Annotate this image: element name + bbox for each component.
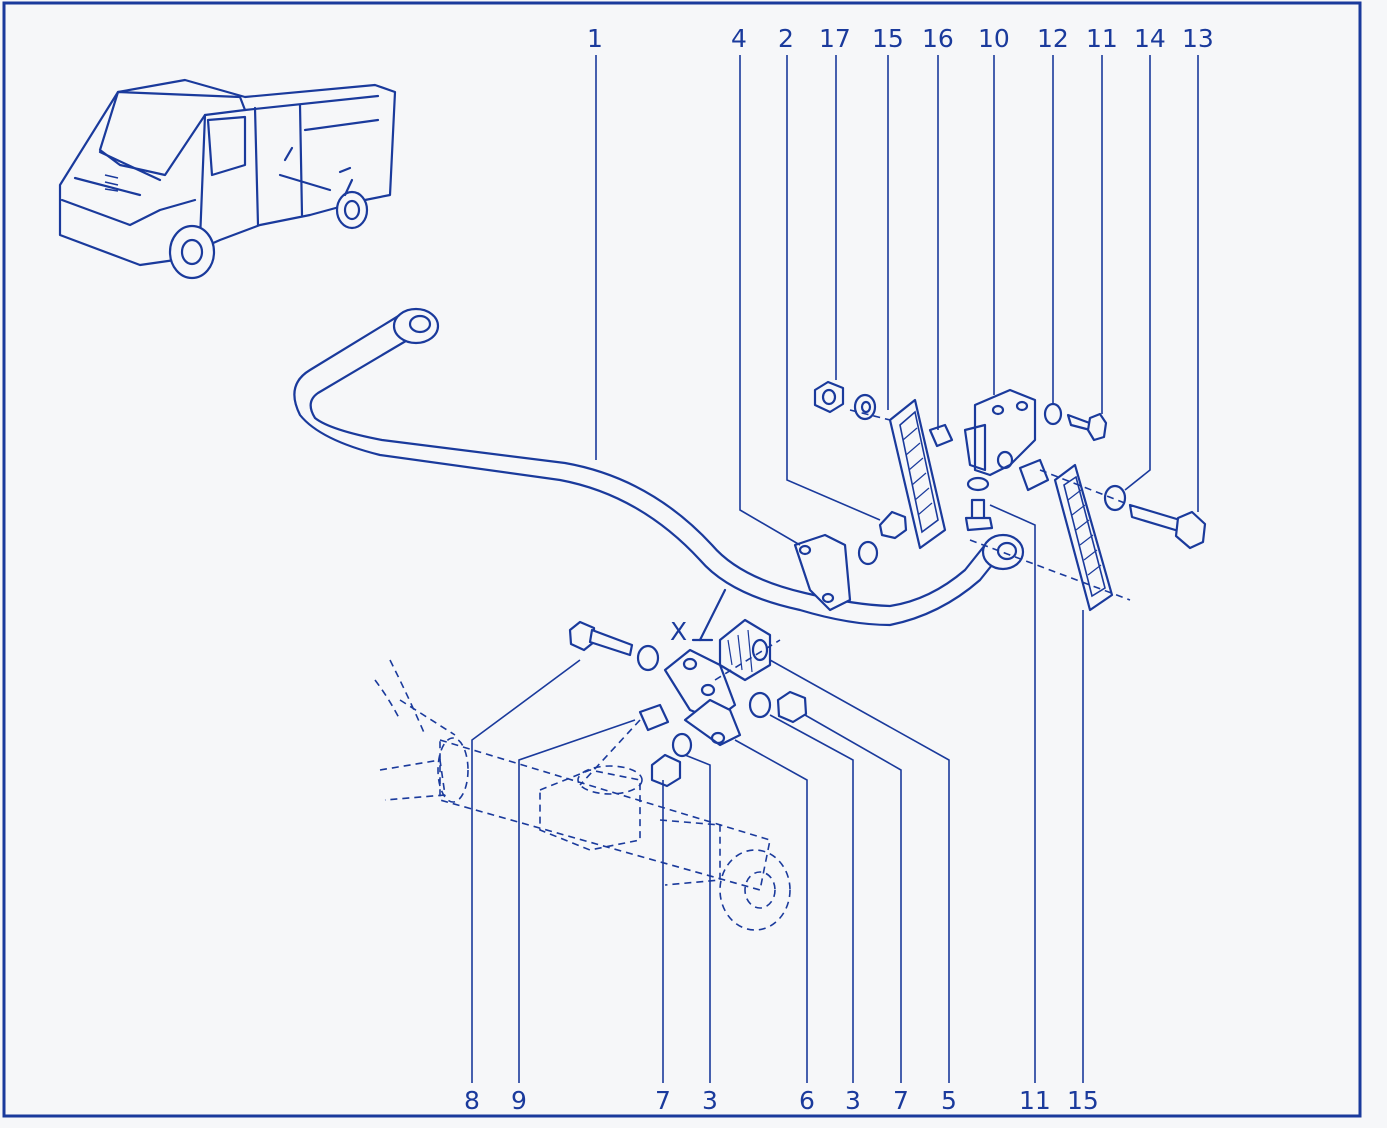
leader-lines	[471, 55, 1199, 1083]
anti-roll-bar	[293, 307, 1025, 627]
diagram-frame	[2, 1, 1362, 1118]
callout-bottom-3b: 3	[845, 1086, 861, 1115]
callout-top-10: 10	[978, 24, 1010, 53]
callout-bottom-5: 5	[941, 1086, 957, 1115]
rear-axle-ghost	[374, 659, 791, 931]
callout-bottom-7b: 7	[893, 1086, 909, 1115]
callout-top-15: 15	[872, 24, 904, 53]
upper-bracket-assembly	[793, 380, 1207, 612]
callout-top-13: 13	[1182, 24, 1214, 53]
marker-x: X	[670, 617, 687, 646]
callout-top-11: 11	[1086, 24, 1118, 53]
callout-bottom-7: 7	[655, 1086, 671, 1115]
lower-bracket-assembly: X	[568, 588, 808, 788]
callout-bottom-8: 8	[464, 1086, 480, 1115]
callout-top-1: 1	[587, 24, 603, 53]
callout-bottom-15: 15	[1067, 1086, 1099, 1115]
van-illustration	[58, 78, 397, 280]
callout-top-2: 2	[778, 24, 794, 53]
callout-top-12: 12	[1037, 24, 1069, 53]
callout-top-17: 17	[819, 24, 851, 53]
callout-bottom-9: 9	[511, 1086, 527, 1115]
callout-bottom-11: 11	[1019, 1086, 1051, 1115]
callout-bottom-3: 3	[702, 1086, 718, 1115]
callout-bottom-6: 6	[799, 1086, 815, 1115]
top-callouts: 1 4 2 17 15 16 10 12 11 14 13	[587, 24, 1214, 53]
callout-top-4: 4	[731, 24, 747, 53]
bottom-callouts: 8 9 7 3 6 3 7 5 11 15	[464, 1086, 1099, 1115]
callout-top-16: 16	[922, 24, 954, 53]
callout-top-14: 14	[1134, 24, 1166, 53]
